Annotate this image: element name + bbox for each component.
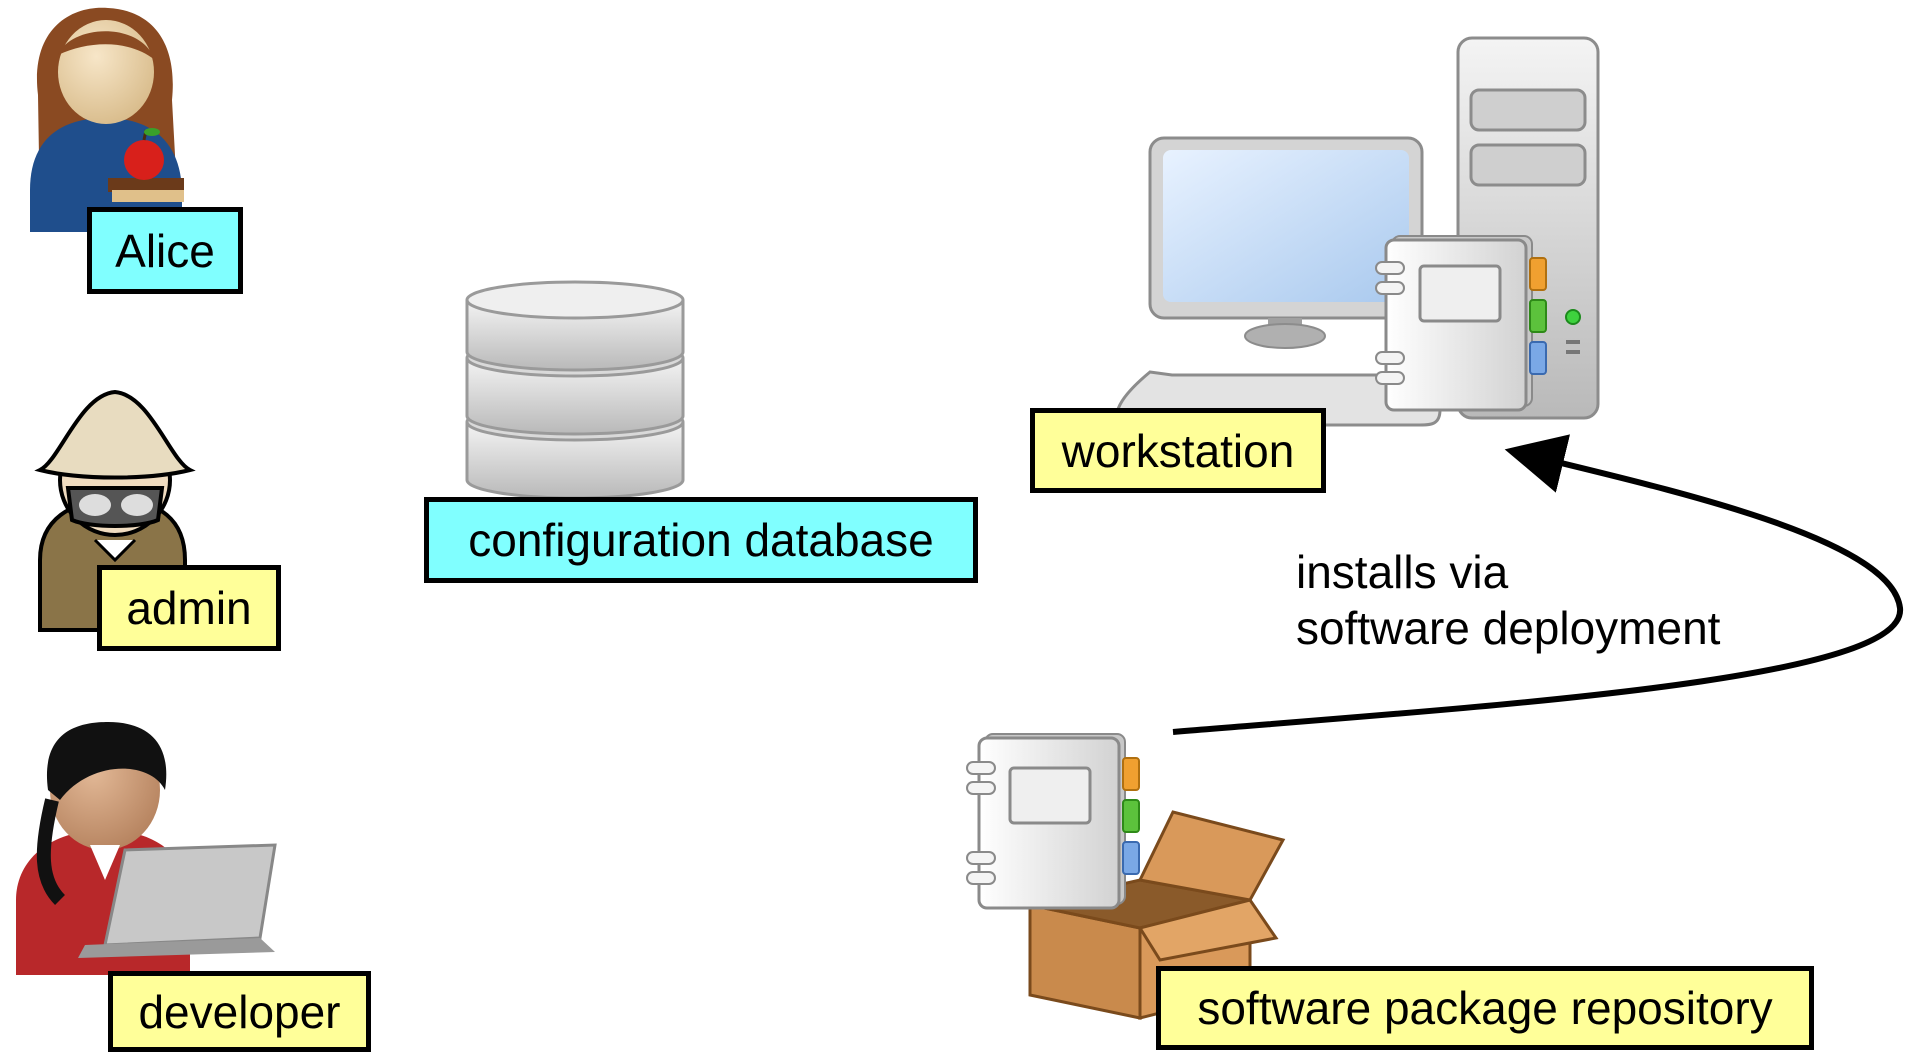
developer-avatar-icon: [16, 722, 277, 975]
alice-avatar-icon: [30, 7, 184, 232]
workstation-label: workstation: [1030, 408, 1326, 493]
software-package-icon: [966, 733, 1140, 910]
config-db-label: configuration database: [424, 497, 978, 583]
software-package-icon: [1375, 235, 1547, 412]
alice-label: Alice: [87, 207, 243, 294]
edge-label-line2: software deployment: [1296, 602, 1721, 654]
admin-label: admin: [97, 565, 281, 651]
edge-label: installs via software deployment: [1296, 544, 1720, 656]
computer-icon: [1115, 36, 1600, 427]
deployment-arrow: [1172, 434, 1904, 735]
repository-label: software package repository: [1156, 966, 1814, 1050]
database-icon: [465, 280, 685, 500]
developer-label: developer: [108, 971, 371, 1052]
edge-label-line1: installs via: [1296, 546, 1509, 598]
